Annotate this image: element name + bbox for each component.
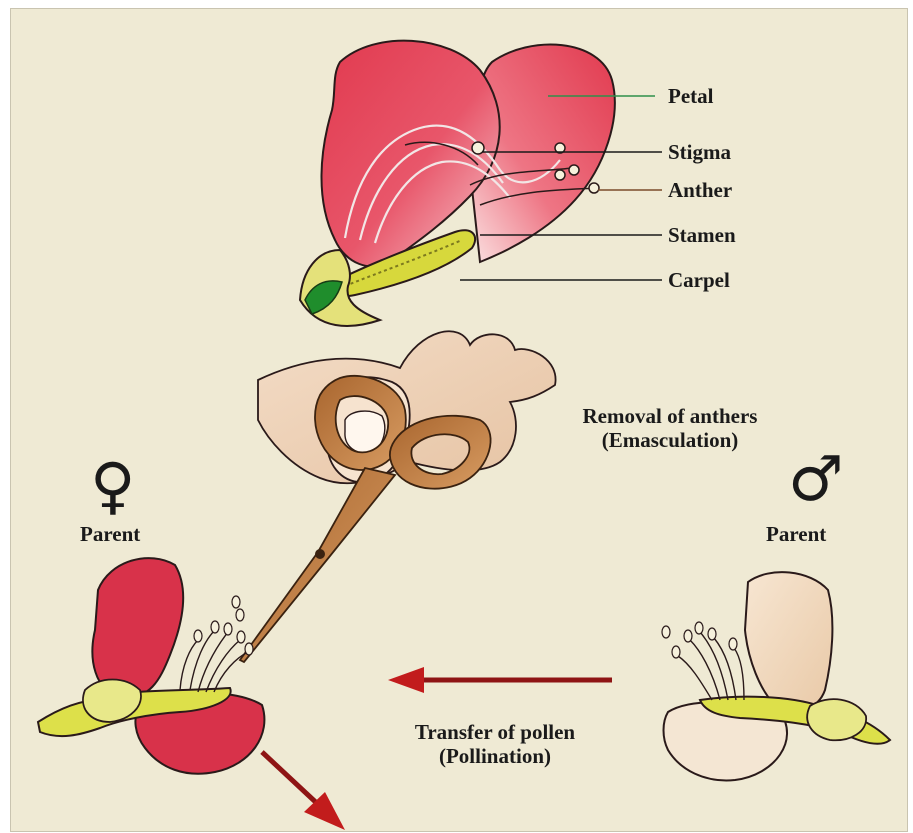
male-parent-label: Parent (766, 522, 826, 546)
emasculation-caption-line2: (Emasculation) (555, 428, 785, 452)
emasculation-caption-line1: Removal of anthers (555, 404, 785, 428)
scissor-pivot (315, 549, 325, 559)
male-flower (662, 572, 890, 780)
female-flower (38, 558, 264, 774)
label-stamen: Stamen (668, 223, 736, 247)
male-flower-upper-petal (745, 572, 832, 711)
pollination-caption-line1: Transfer of pollen (365, 720, 625, 744)
pollination-caption-line2: (Pollination) (365, 744, 625, 768)
emasculation-caption: Removal of anthers (Emasculation) (555, 404, 785, 452)
label-petal: Petal (668, 84, 713, 108)
top-flower-anther-tip-2 (569, 165, 579, 175)
label-stigma: Stigma (668, 140, 731, 164)
top-flower-anther-tip-4 (589, 183, 599, 193)
top-flower-anther-tip-3 (555, 170, 565, 180)
female-symbol-icon: ♀ (90, 455, 135, 517)
female-parent-label: Parent (80, 522, 140, 546)
pollination-caption: Transfer of pollen (Pollination) (365, 720, 625, 768)
pollination-arrow (388, 667, 612, 693)
male-flower-sepals (807, 699, 866, 740)
label-carpel: Carpel (668, 268, 730, 292)
top-flower (300, 41, 615, 326)
male-symbol-icon: ♂ (788, 448, 844, 510)
hand-with-scissors (240, 331, 556, 662)
scissor-blades (240, 468, 395, 662)
next-step-arrow (262, 752, 345, 830)
label-anther: Anther (668, 178, 732, 202)
female-flower-upper-petal (92, 558, 183, 698)
